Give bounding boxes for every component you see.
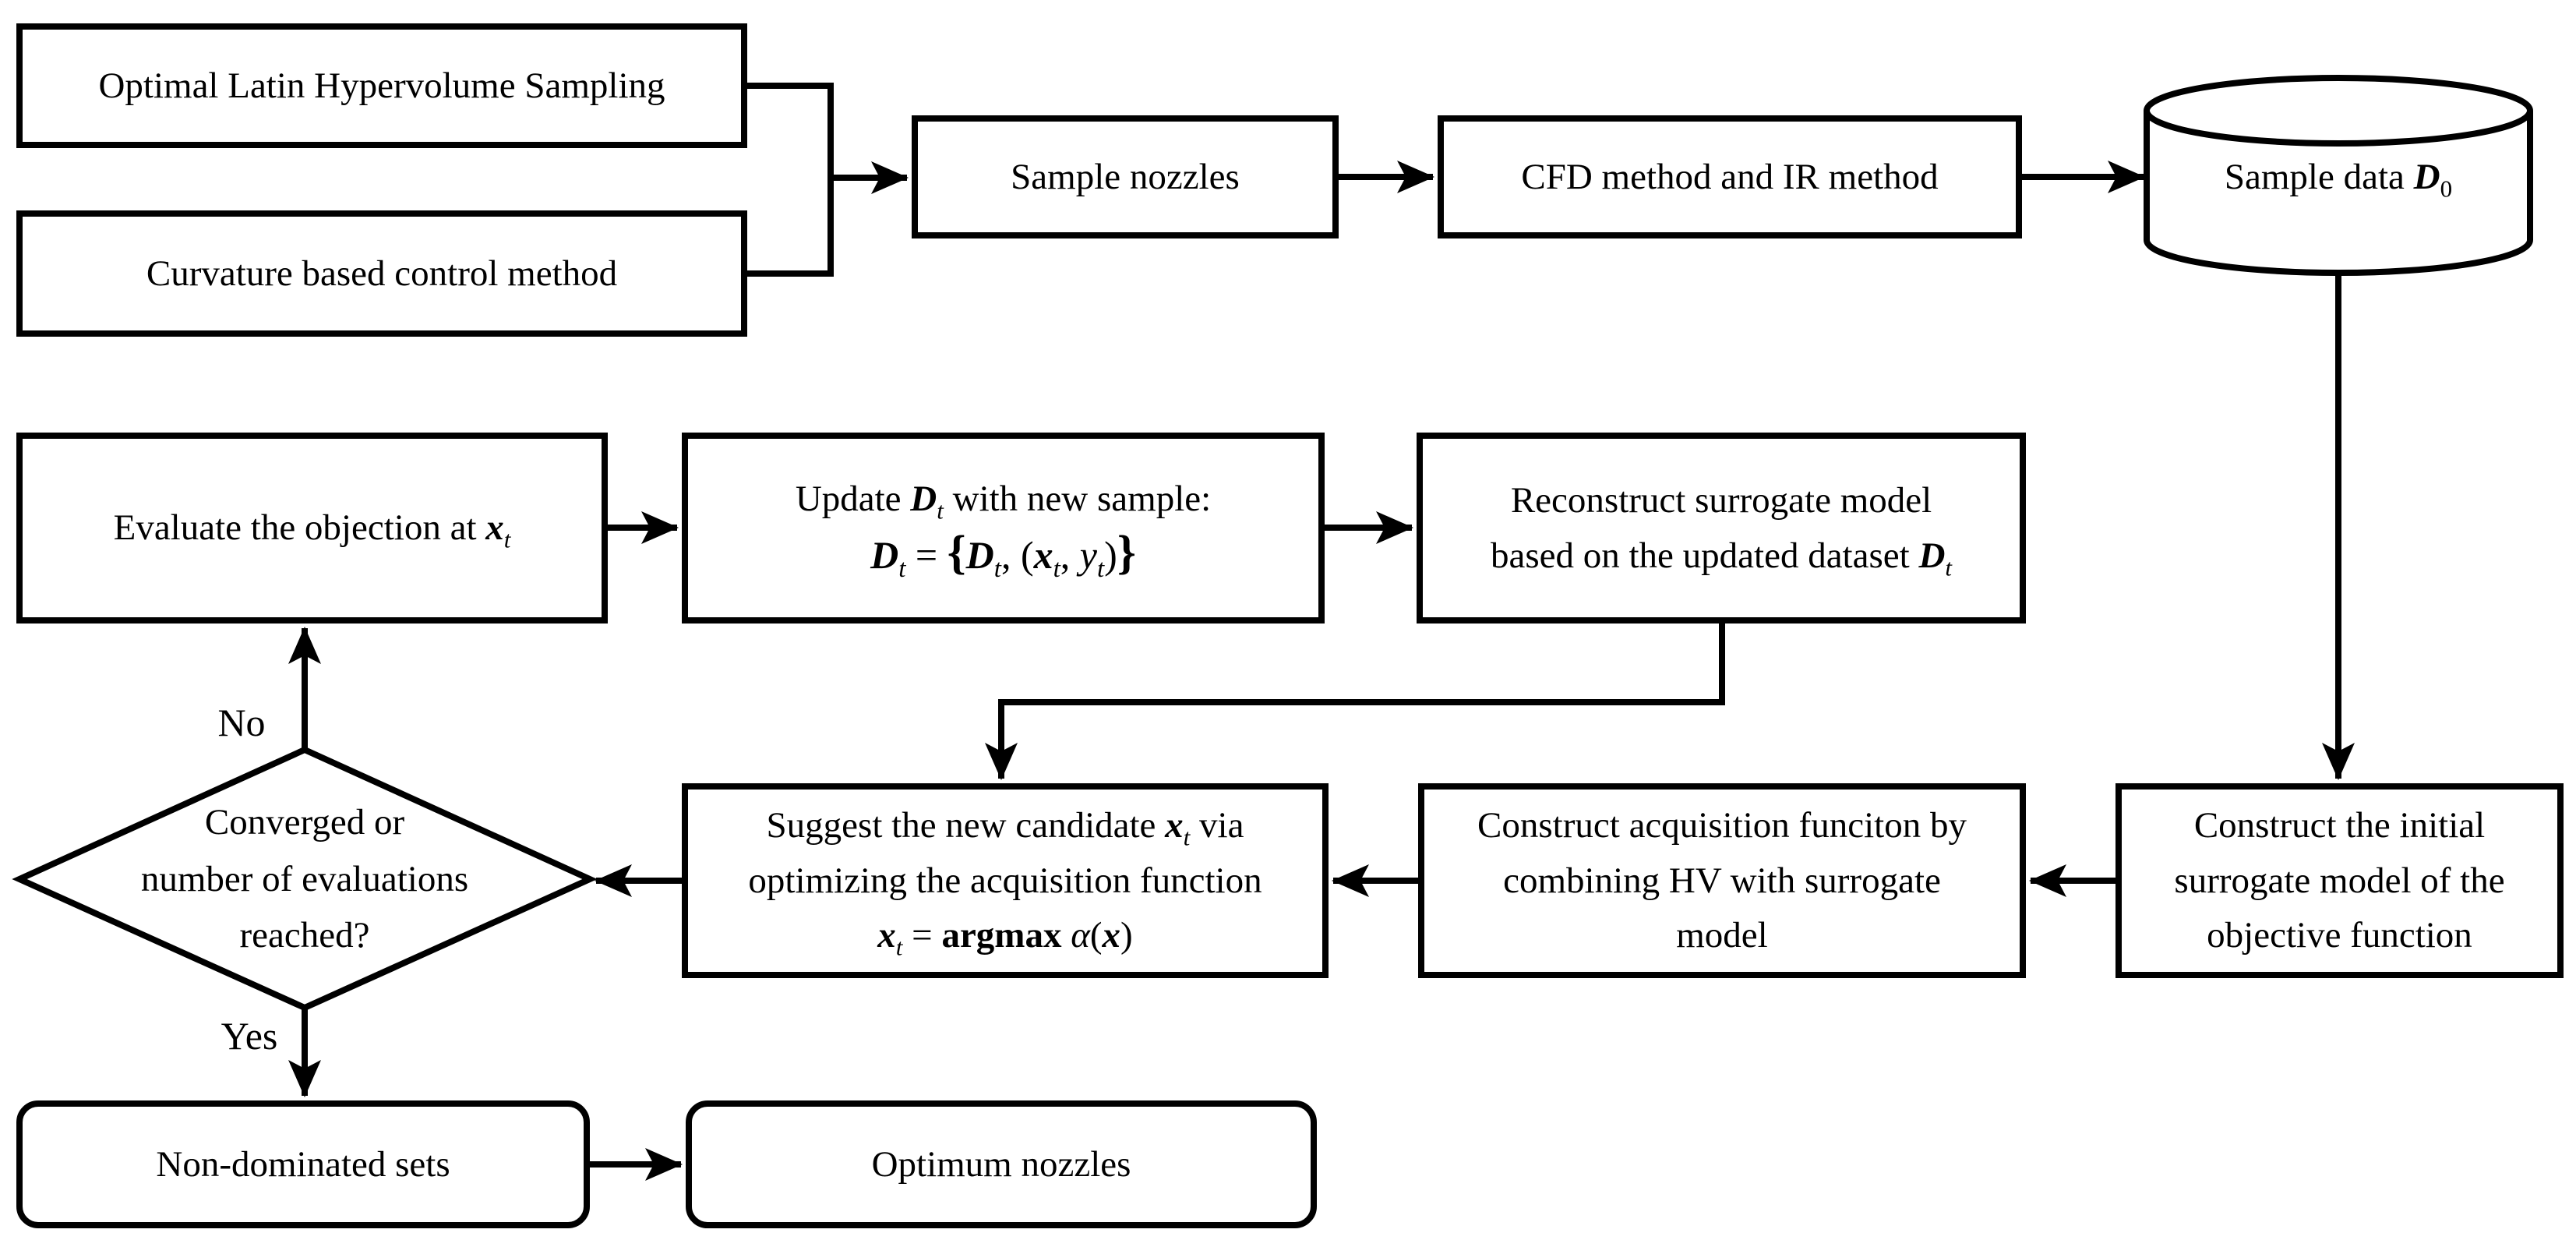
- suggest-line-1: Suggest the new candidate xt via: [766, 805, 1244, 851]
- node-construct-initial-surrogate: Construct the initial surrogate model of…: [2115, 783, 2564, 978]
- merge-bracket-connector: [747, 83, 834, 277]
- database-cylinder-top: [2144, 75, 2533, 147]
- decision-diamond-shape: [12, 746, 598, 1012]
- node-reconstruct-surrogate: Reconstruct surrogate model based on the…: [1417, 433, 2026, 624]
- node-non-dominated-sets: Non-dominated sets: [16, 1100, 590, 1228]
- update-line-1: Update Dt with new sample:: [795, 478, 1212, 525]
- node-construct-acquisition: Construct acquisition funciton by combin…: [1418, 783, 2026, 978]
- connector-reconstruct-to-suggest: [985, 624, 1725, 780]
- node-curvature-based-control-method: Curvature based control method: [16, 210, 747, 337]
- edge-label-yes: Yes: [221, 1014, 278, 1058]
- edge-label-no: No: [217, 701, 266, 744]
- node-converged-decision: Converged or number of evaluations reach…: [140, 801, 469, 956]
- node-suggest-candidate: Suggest the new candidate xt via optimiz…: [682, 783, 1329, 978]
- node-sample-nozzles: Sample nozzles: [912, 115, 1339, 238]
- node-optimum-nozzles: Optimum nozzles: [686, 1100, 1317, 1228]
- node-update-dataset: Update Dt with new sample: Dt = {Dt, (xt…: [682, 433, 1325, 624]
- node-cfd-and-ir-method: CFD method and IR method: [1438, 115, 2022, 238]
- node-optimal-latin-hypervolume-sampling: Optimal Latin Hypervolume Sampling: [16, 23, 747, 148]
- node-sample-data-label: Sample data D0: [2224, 156, 2453, 203]
- database-cylinder-body: [2144, 111, 2533, 276]
- suggest-formula: xt = argmax α(x): [877, 915, 1133, 961]
- update-formula: Dt = {Dt, (xt, yt)}: [870, 527, 1136, 584]
- node-evaluate-objective: Evaluate the objection at xt: [16, 433, 608, 624]
